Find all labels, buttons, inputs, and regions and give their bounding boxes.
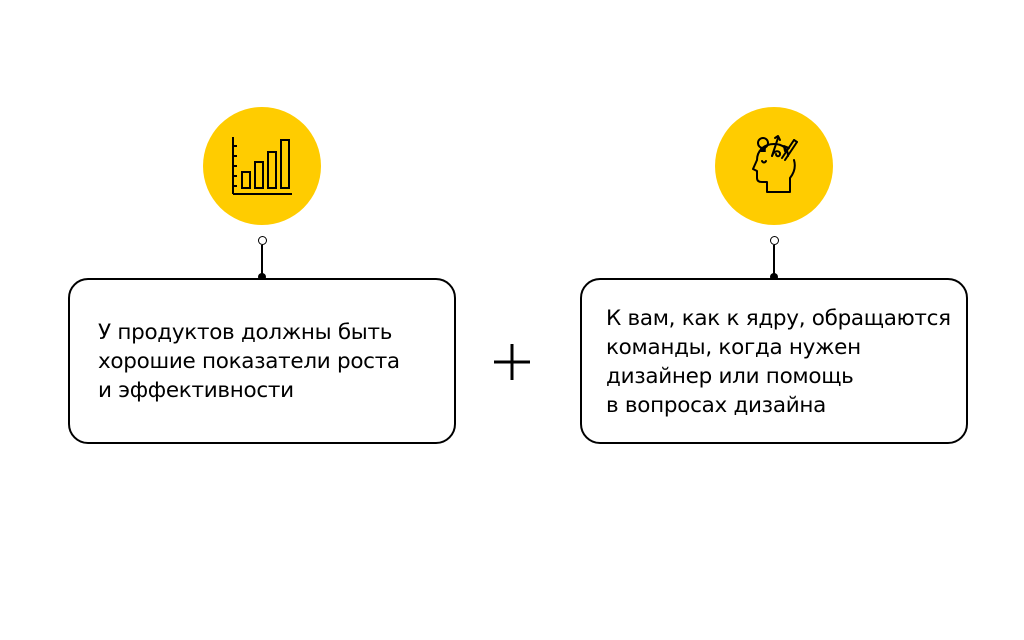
growth-icon-circle [203, 107, 321, 225]
plus-icon [494, 344, 530, 380]
head-with-ideas-icon [752, 135, 798, 193]
card-line: и эффективности [98, 378, 294, 403]
card-line: команды, когда нужен [606, 335, 861, 360]
card-growth-text: У продуктов должны быть хорошие показате… [98, 318, 400, 405]
bar-chart-icon [232, 137, 292, 195]
card-line: дизайнер или помощь [606, 364, 854, 389]
connector-top-dot [769, 236, 779, 245]
card-line: У продуктов должны быть [98, 320, 393, 345]
card-line: хорошие показатели роста [98, 349, 400, 374]
connector-line [773, 245, 775, 276]
card-line: в вопросах дизайна [606, 393, 826, 418]
card-design-text: К вам, как к ядру, обращаются команды, к… [606, 304, 951, 420]
card-growth: У продуктов должны быть хорошие показате… [68, 278, 456, 444]
design-icon-circle [715, 107, 833, 225]
connector-bottom-dot [770, 273, 778, 281]
connector-bottom-dot [258, 273, 266, 281]
card-design: К вам, как к ядру, обращаются команды, к… [580, 278, 968, 444]
connector-line [261, 245, 263, 276]
card-line: К вам, как к ядру, обращаются [606, 306, 951, 331]
connector-top-dot [257, 236, 267, 245]
